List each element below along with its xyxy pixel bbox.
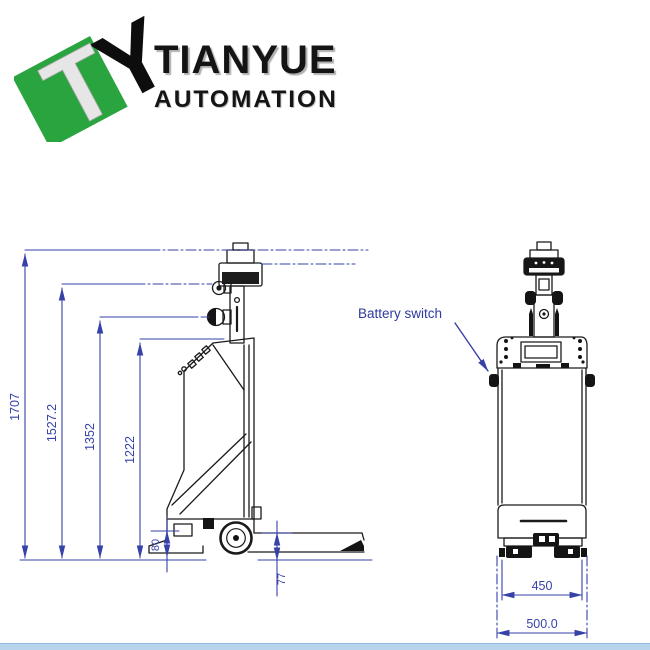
dim-lower-sensor-height: 1352 [83, 423, 97, 451]
front-view-vehicle [489, 241, 595, 558]
dim-upper-sensor-height: 1527.2 [45, 404, 59, 442]
front-display [520, 341, 562, 363]
dim-ground-clearance: 80 [150, 539, 162, 551]
front-beacon-cap [536, 241, 552, 251]
side-sensor-lower [206, 307, 232, 327]
brand-subtitle: AUTOMATION [154, 86, 338, 113]
side-sensor-upper [211, 280, 232, 296]
logo-green-diamond [14, 36, 128, 142]
dim-chassis-top-height: 1222 [123, 436, 137, 464]
battery-switch-label: Battery switch [358, 306, 442, 321]
front-antenna-right [555, 308, 559, 336]
side-black-box [203, 518, 214, 529]
side-view-vehicle [148, 242, 365, 555]
front-antenna-left [529, 308, 533, 336]
side-beacon-cap [232, 242, 249, 251]
logo: Y T TIANYUE AUTOMATION [14, 2, 394, 142]
dim-fork-height: 77 [276, 573, 288, 585]
brand-block: TIANYUE AUTOMATION [154, 40, 394, 114]
front-lower-box [497, 504, 587, 539]
front-side-knob-left [525, 291, 536, 305]
logo-mark-icon: Y T [14, 2, 174, 142]
side-drive-wheel [219, 521, 253, 555]
side-camera-window [222, 272, 259, 284]
footer-band [0, 643, 650, 650]
dim-overall-width: 500.0 [526, 617, 557, 631]
brand-name: TIANYUE [154, 38, 337, 82]
side-mast [229, 285, 245, 344]
front-top-band [496, 336, 588, 369]
battery-switch-arrow [454, 322, 489, 372]
dimension-lines [19, 249, 588, 639]
battery-switch-knob [489, 374, 499, 387]
dim-overall-height: 1707 [8, 393, 22, 421]
front-wheels [499, 533, 587, 558]
dim-wheel-track-width: 450 [532, 579, 553, 593]
front-side-knob-right [552, 291, 563, 305]
side-beacon [226, 249, 255, 264]
side-fork [247, 506, 365, 553]
